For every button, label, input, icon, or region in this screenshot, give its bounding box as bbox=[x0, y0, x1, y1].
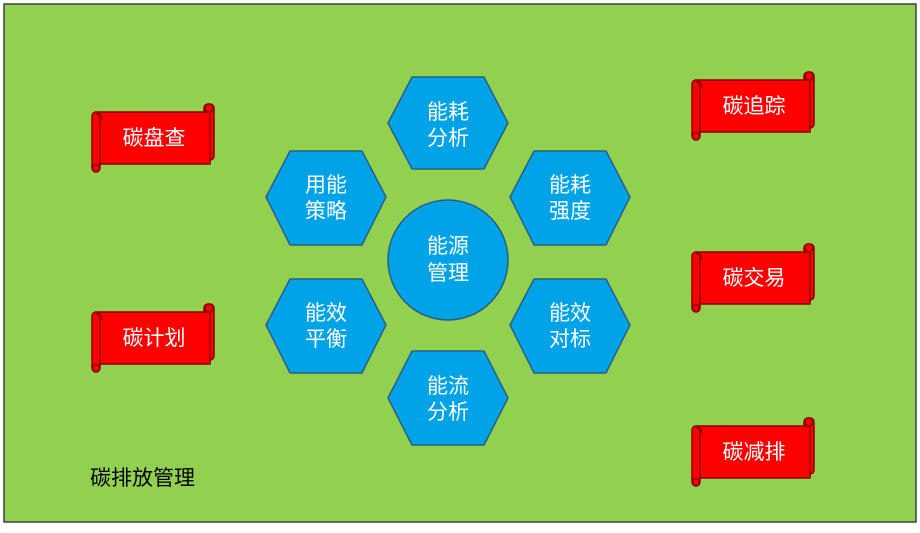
hexagon-lower-right-line2: 对标 bbox=[549, 327, 591, 351]
banner-body bbox=[695, 79, 811, 133]
banner-right-roll-cap bbox=[204, 103, 214, 113]
hexagon-bottom-line2: 分析 bbox=[427, 400, 469, 424]
banner-right-roll-cap bbox=[804, 417, 814, 427]
banner-carbon-trading: 碳交易 bbox=[691, 243, 815, 313]
hexagon-upper-left-line1: 用能 bbox=[305, 173, 347, 197]
hexagon-lower-left: 能效 平衡 bbox=[265, 278, 387, 374]
hexagon-bottom: 能流 分析 bbox=[387, 350, 509, 446]
center-node: 能源 管理 bbox=[387, 199, 509, 321]
banner-right-roll-cap bbox=[204, 303, 214, 313]
banner-left-roll bbox=[91, 311, 101, 373]
hexagon-upper-right-line1: 能耗 bbox=[549, 173, 591, 197]
hexagon-bottom-shape bbox=[387, 350, 509, 446]
banner-curl bbox=[95, 113, 103, 121]
banner-carbon-plan: 碳计划 bbox=[91, 303, 215, 373]
banner-left-roll bbox=[691, 251, 701, 313]
banner-right-roll-cap bbox=[804, 243, 814, 253]
banner-curl bbox=[695, 81, 703, 89]
center-line1: 能源 bbox=[427, 234, 469, 258]
hexagon-bottom-line1: 能流 bbox=[427, 374, 469, 398]
banner-left-roll-cap bbox=[691, 131, 701, 141]
banner-curl bbox=[695, 253, 703, 261]
banner-left-roll-cap bbox=[691, 477, 701, 487]
hexagon-lower-left-line1: 能效 bbox=[305, 301, 347, 325]
banner-left-roll bbox=[691, 425, 701, 487]
hexagon-upper-left: 用能 策略 bbox=[265, 150, 387, 246]
banner-carbon-trading-label: 碳交易 bbox=[723, 266, 786, 290]
banner-curl bbox=[695, 427, 703, 435]
banner-carbon-reduction-label: 碳减排 bbox=[723, 440, 786, 464]
banner-left-roll-cap bbox=[691, 303, 701, 313]
banner-carbon-plan-label: 碳计划 bbox=[123, 326, 186, 350]
hexagon-top-shape bbox=[387, 76, 509, 170]
hexagon-lower-left-line2: 平衡 bbox=[305, 327, 347, 351]
banner-curl bbox=[95, 313, 103, 321]
center-line2: 管理 bbox=[427, 261, 469, 285]
banner-body bbox=[695, 425, 811, 479]
hexagon-lower-right-line1: 能效 bbox=[549, 301, 591, 325]
banner-left-roll-cap bbox=[91, 363, 101, 373]
hexagon-upper-right: 能耗 强度 bbox=[509, 150, 631, 246]
banner-right-roll-cap bbox=[804, 71, 814, 81]
hexagon-upper-right-shape bbox=[509, 150, 631, 246]
banner-left-roll bbox=[691, 79, 701, 141]
hexagon-upper-right-line2: 强度 bbox=[549, 199, 591, 223]
banner-body bbox=[695, 251, 811, 305]
banner-carbon-tracking-label: 碳追踪 bbox=[723, 94, 786, 118]
caption-text: 碳排放管理 bbox=[90, 466, 195, 490]
hexagon-lower-right: 能效 对标 bbox=[509, 278, 631, 374]
hexagon-top-line2: 分析 bbox=[427, 126, 469, 150]
banner-left-roll bbox=[91, 111, 101, 173]
banner-carbon-reduction: 碳减排 bbox=[691, 417, 815, 487]
hexagon-top: 能耗 分析 bbox=[387, 76, 509, 170]
center-circle bbox=[387, 199, 509, 321]
banner-left-roll-cap bbox=[91, 163, 101, 173]
hexagon-lower-left-shape bbox=[265, 278, 387, 374]
hexagon-top-line1: 能耗 bbox=[427, 100, 469, 124]
hexagon-upper-left-shape bbox=[265, 150, 387, 246]
hexagon-lower-right-shape bbox=[509, 278, 631, 374]
banner-carbon-inventory: 碳盘查 bbox=[91, 103, 215, 173]
banner-body bbox=[95, 111, 211, 165]
hexagon-upper-left-line2: 策略 bbox=[305, 199, 347, 223]
banner-carbon-inventory-label: 碳盘查 bbox=[123, 126, 186, 150]
banner-carbon-tracking: 碳追踪 bbox=[691, 71, 815, 141]
